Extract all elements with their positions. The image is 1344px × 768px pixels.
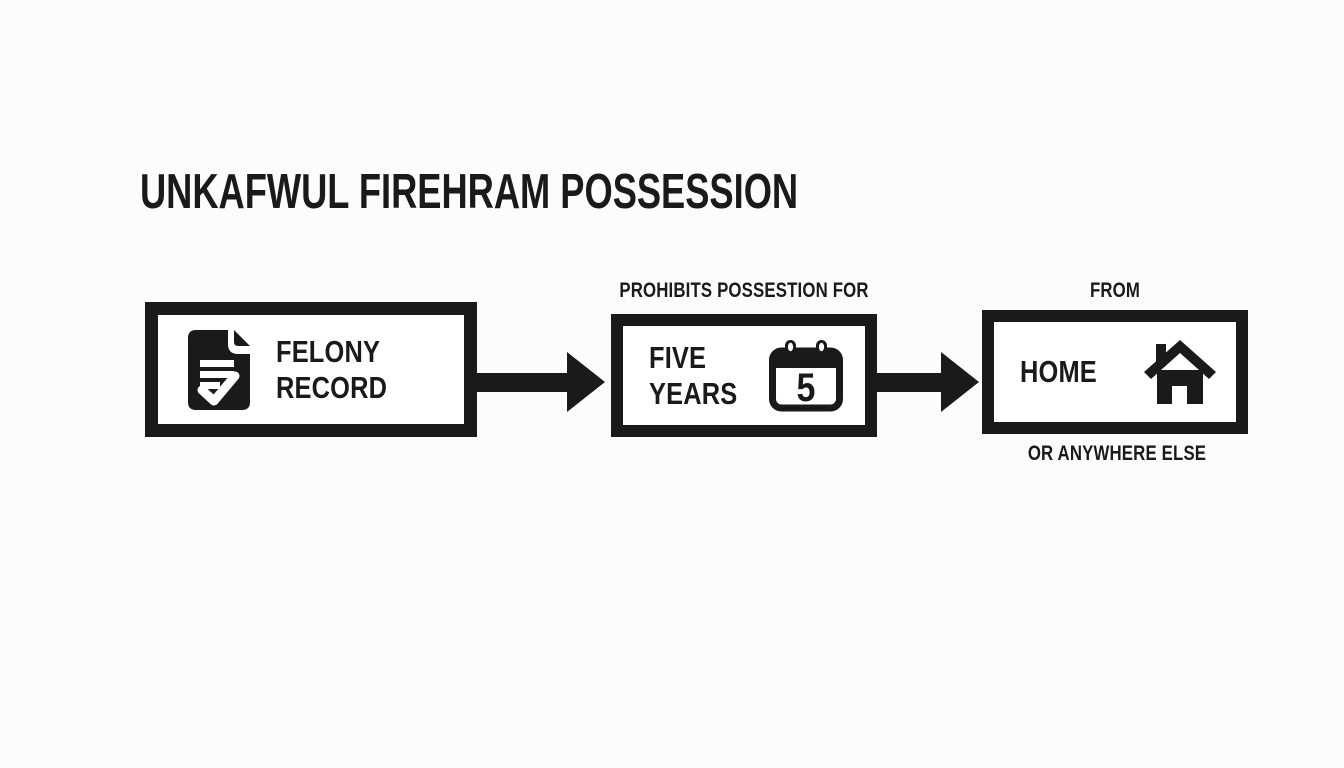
felony-record-label-line1: FELONY: [276, 333, 381, 369]
calendar-day-number: 5: [797, 364, 816, 409]
five-years-label-line2: YEARS: [649, 375, 738, 411]
calendar-icon: 5: [769, 339, 843, 413]
flow-step-home: HOME: [982, 310, 1248, 434]
anywhere-else-label: OR ANYWHERE ELSE: [1027, 442, 1207, 465]
flow-step-felony-record: FELONY RECORD: [145, 302, 477, 437]
five-years-label-line1: FIVE: [649, 339, 707, 375]
felony-record-label-line2: RECORD: [276, 369, 388, 405]
house-icon: [1144, 340, 1216, 404]
flow-step-five-years: FIVE YEARS 5: [611, 314, 877, 437]
home-label: HOME: [1020, 354, 1097, 390]
prohibits-possession-label: PROHIBITS POSSESTION FOR: [619, 279, 869, 302]
document-check-icon: [188, 329, 250, 410]
page-title: UNKAFWUL FIREHRAM POSSESSION: [140, 165, 799, 219]
arrow-right-icon: [877, 352, 979, 412]
felony-record-label: FELONY RECORD: [276, 334, 387, 406]
from-label: FROM: [1089, 279, 1141, 302]
arrow-right-icon: [477, 352, 605, 412]
five-years-label: FIVE YEARS: [649, 340, 737, 412]
